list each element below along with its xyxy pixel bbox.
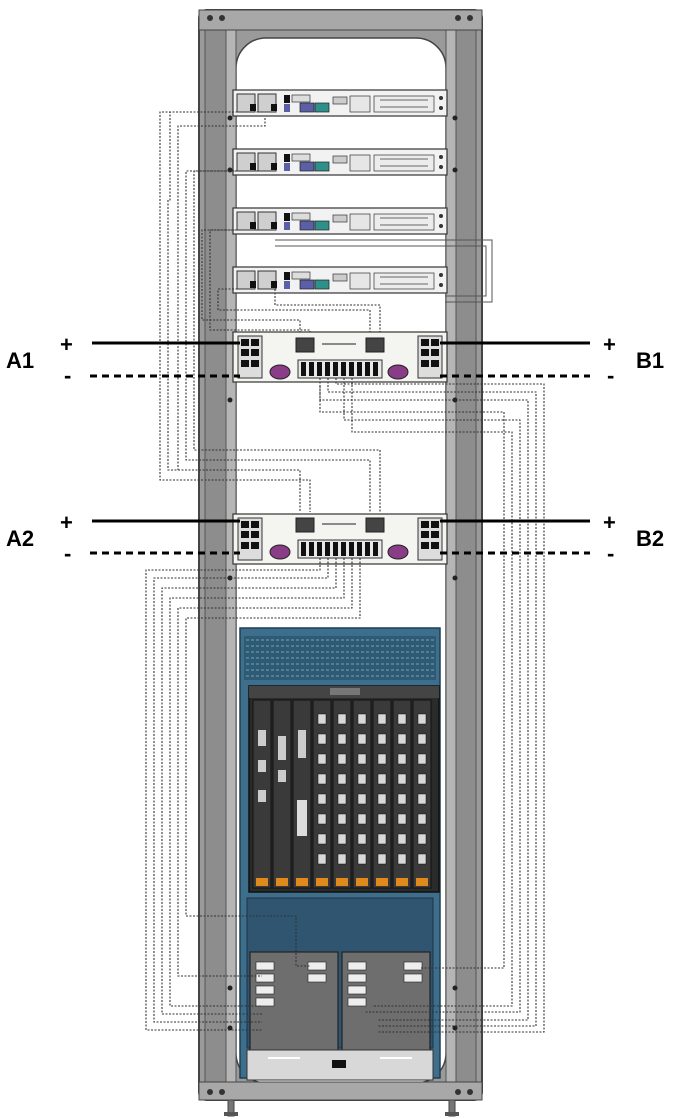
feed-labels: A1 + - B1 + - A2 + - B2 + - xyxy=(6,332,664,566)
feed-label-a2: A2 xyxy=(6,526,34,551)
card-1 xyxy=(252,699,272,889)
feed-a2-minus: - xyxy=(64,541,71,566)
line-cards xyxy=(312,699,432,889)
feed-b1-minus: - xyxy=(607,363,614,388)
server-3 xyxy=(232,207,448,235)
pdu-2 xyxy=(232,513,448,565)
pdu-1 xyxy=(232,331,448,383)
power-modules xyxy=(246,897,434,1081)
card-4 xyxy=(312,699,332,889)
feed-label-b1: B1 xyxy=(636,348,664,373)
cabling xyxy=(145,111,545,1033)
card-5 xyxy=(332,699,352,889)
card-9 xyxy=(412,699,432,889)
server-stack xyxy=(232,89,448,294)
server-2 xyxy=(232,148,448,176)
feed-a2-plus: + xyxy=(60,510,73,535)
feed-a1-minus: - xyxy=(64,363,71,388)
card-8 xyxy=(392,699,412,889)
server-4 xyxy=(232,266,448,294)
card-2 xyxy=(272,699,292,889)
server-1 xyxy=(232,89,448,117)
card-3 xyxy=(292,699,312,889)
feed-b2-plus: + xyxy=(603,510,616,535)
feed-label-b2: B2 xyxy=(636,526,664,551)
chassis-vent xyxy=(244,636,436,680)
card-7 xyxy=(372,699,392,889)
feed-b2-minus: - xyxy=(607,541,614,566)
feed-a1-plus: + xyxy=(60,332,73,357)
card-6 xyxy=(352,699,372,889)
feed-label-a1: A1 xyxy=(6,348,34,373)
feed-lines xyxy=(90,341,590,555)
feed-b1-plus: + xyxy=(603,332,616,357)
